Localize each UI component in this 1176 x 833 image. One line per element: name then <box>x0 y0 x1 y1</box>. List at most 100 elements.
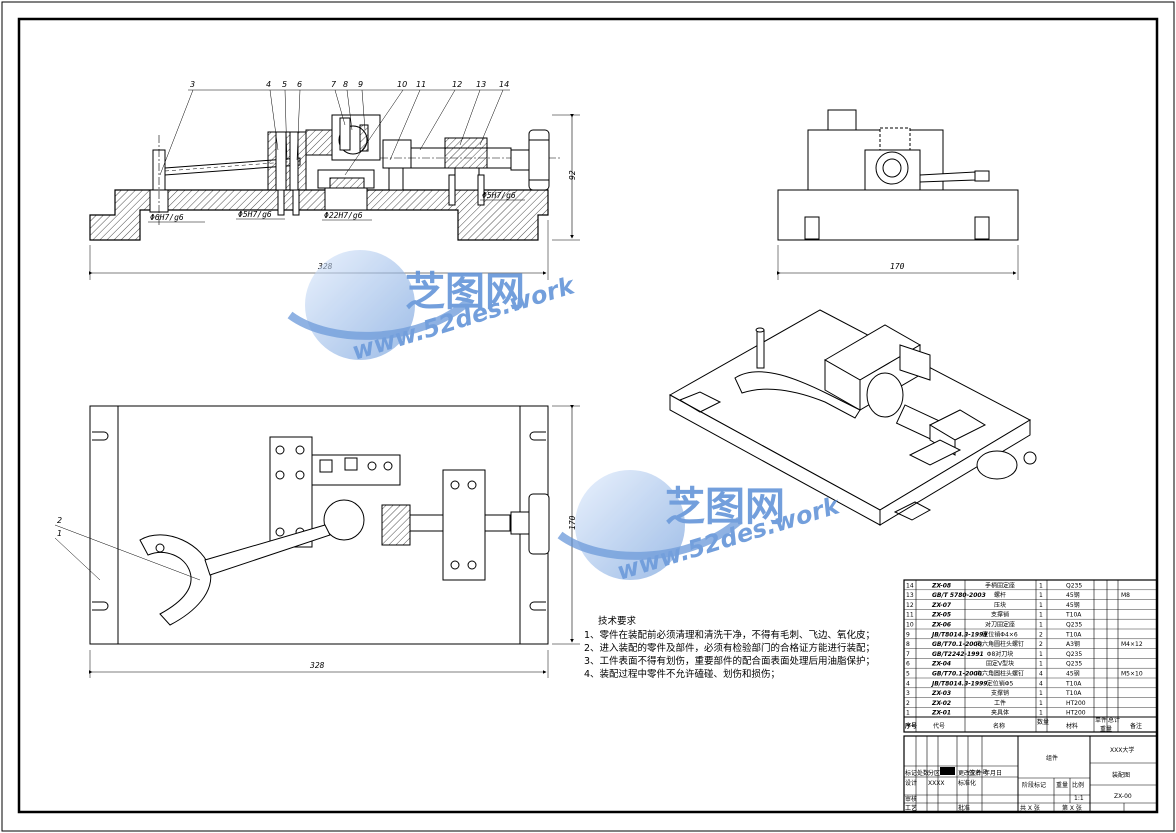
bom-cell-qty: 1 <box>1039 622 1043 629</box>
tech-req-item: 3、工件表面不得有划伤，重要部件的配合面表面处理后用油脂保护； <box>584 655 875 667</box>
dim-width-side: 170 <box>890 262 905 271</box>
bom-cell-no: 6 <box>906 661 910 668</box>
bom-cell-no: 11 <box>906 612 914 619</box>
design-label: 设计 <box>905 779 917 787</box>
assembly-label: 组件 <box>1046 754 1058 762</box>
balloon-label: 6 <box>297 80 302 89</box>
bom-cell-code: GB/T70.1-2000 <box>932 641 982 648</box>
bom-cell-name: 支撑销 <box>991 611 1009 619</box>
bom-cell-qty: 1 <box>1039 710 1043 717</box>
bom-cell-qty: 2 <box>1039 641 1043 648</box>
balloon-label: 11 <box>416 80 426 89</box>
sheets-total: 共 X 张 <box>1020 804 1040 812</box>
review-label: 审核 <box>905 795 917 803</box>
bom-cell-mat: T10A <box>1065 631 1082 638</box>
title-block <box>903 735 1158 813</box>
bom-cell-qty: 1 <box>1039 592 1043 599</box>
scale-value: 1:1 <box>1074 795 1084 802</box>
rev-label: 处数 <box>917 769 929 777</box>
bom-cell-no: 13 <box>906 592 914 599</box>
isometric-view <box>668 309 1037 526</box>
tech-req-item: 2、进入装配的零件及部件，必须有检验部门的合格证方能进行装配； <box>584 642 875 654</box>
bom-cell-name: 工件 <box>994 699 1006 707</box>
bom-cell-qty: 1 <box>1039 700 1043 707</box>
bom-cell-mat: T10A <box>1065 690 1082 697</box>
bom-cell-code: ZX-03 <box>931 690 951 697</box>
bom-cell-note: M8 <box>1121 592 1130 599</box>
fit-label: Φ22H7/g6 <box>324 211 363 220</box>
drawing-number: ZX-00 <box>1114 793 1132 800</box>
bom-cell-name: 螺杆 <box>994 591 1006 599</box>
bom-cell-code: JB/T8014.3-1999 <box>931 680 987 687</box>
rev-label: 分区 <box>928 769 940 777</box>
balloon-label: 2 <box>57 516 62 525</box>
watermark-brand: 芝图网 <box>665 484 785 530</box>
designer-value: XXXX <box>928 780 944 787</box>
bom-cell-name: 手柄固定座 <box>985 581 1015 589</box>
rev-label: 更改文件号 <box>958 769 988 777</box>
stage-label: 阶段标记 <box>1022 781 1046 789</box>
bom-cell-qty: 2 <box>1039 631 1043 638</box>
dim-height-front: 92 <box>568 170 577 180</box>
balloon-label: 5 <box>282 80 287 89</box>
bom-cell-no: 14 <box>906 582 914 589</box>
watermark-brand: 芝图网 <box>405 269 525 315</box>
top-view-labels: 328 170 2 1 <box>57 515 577 670</box>
bom-cell-name: 定位销Φ5 <box>987 679 1014 687</box>
bom-cell-code: GB/T70.1-2000 <box>932 671 982 678</box>
bom-cell-code: ZX-01 <box>931 710 951 717</box>
bom-cell-no: 5 <box>906 671 910 678</box>
fit-label: Φ5H7/g6 <box>482 191 516 200</box>
bom-cell-mat: 45钢 <box>1066 591 1080 599</box>
front-section-view <box>89 89 580 280</box>
bom-cell-code: JB/T8014.3-1999 <box>931 631 987 638</box>
bom-cell-mat: Q235 <box>1066 651 1082 658</box>
bom-cell-no: 2 <box>906 700 910 707</box>
bom-cell-mat: 45钢 <box>1066 601 1080 609</box>
top-view <box>54 405 580 678</box>
bom-cell-mat: 45钢 <box>1066 670 1080 678</box>
base-hatched-body <box>89 189 549 241</box>
sheet-number: 第 X 张 <box>1062 804 1082 812</box>
bom-cell-name: Φ8对刀块 <box>987 650 1014 658</box>
bom-cell-qty: 1 <box>1039 612 1043 619</box>
tech-req-item: 4、装配过程中零件不允许磕碰、划伤和损伤； <box>584 668 780 680</box>
rev-label: 签名 <box>969 769 981 777</box>
balloon-label: 3 <box>190 80 195 89</box>
bom-cell-name: 内六角圆柱头螺钉 <box>976 640 1024 648</box>
bom-cell-qty: 1 <box>1039 651 1043 658</box>
bom-cell-code: ZX-05 <box>931 612 951 619</box>
bom-cell-mat: A3钢 <box>1066 640 1080 648</box>
watermark-top: 芝图网 www.52des.work <box>287 250 579 366</box>
bom-header-no: 序号 <box>904 722 917 730</box>
balloon-label: 4 <box>266 80 271 89</box>
org-name: XXX大学 <box>1110 746 1134 754</box>
bom-header-single: 单件 <box>1095 716 1107 724</box>
rev-label: 年月日 <box>984 769 1002 777</box>
balloon-label: 1 <box>57 529 62 538</box>
bom-cell-no: 7 <box>906 651 910 658</box>
side-view <box>777 109 1019 280</box>
bom-cell-no: 9 <box>906 631 910 638</box>
bom-cell-mat: T10A <box>1065 612 1082 619</box>
bom-cell-no: 3 <box>906 690 910 697</box>
dim-width-top: 170 <box>568 515 577 530</box>
bom-cell-no: 12 <box>906 602 914 609</box>
balloon-label: 13 <box>476 80 486 89</box>
bom-cell-note: M4×12 <box>1121 641 1143 648</box>
bom-cell-qty: 4 <box>1039 680 1043 687</box>
bom-header-total: 总计 <box>1108 716 1120 724</box>
bom-cell-mat: HT200 <box>1066 710 1086 717</box>
balloon-label: 8 <box>343 80 348 89</box>
tech-req-title: 技术要求 <box>598 615 637 627</box>
bom-cell-name: 内六角圆柱头螺钉 <box>976 670 1024 678</box>
bom-cell-mat: HT200 <box>1066 700 1086 707</box>
bom-cell-code: ZX-04 <box>931 661 951 668</box>
weight-label: 重量 <box>1056 781 1068 789</box>
balloon-label: 14 <box>499 80 509 89</box>
technical-requirements: 技术要求 1、零件在装配前必须清理和清洗干净，不得有毛刺、飞边、氧化皮； 2、进… <box>584 615 875 680</box>
bom-cell-name: 压块 <box>994 601 1006 609</box>
bom-cell-no: 10 <box>906 622 914 629</box>
balloon-label: 10 <box>397 80 407 89</box>
